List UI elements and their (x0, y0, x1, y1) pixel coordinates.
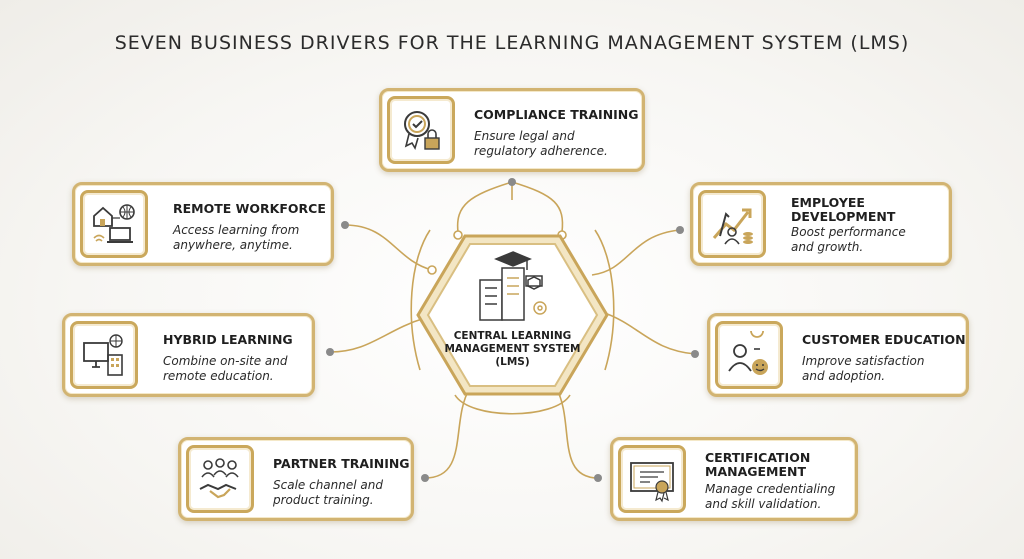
central-lms-label: CENTRAL LEARNING MANAGEMENT SYSTEM (LMS) (430, 330, 595, 369)
compliance-training-desc-2: regulatory adherence. (474, 144, 608, 158)
certification-management-desc-1: Manage credentialing (705, 482, 836, 496)
partner-training-desc-1: Scale channel and (273, 478, 383, 492)
partner-training-desc-2: product training. (273, 493, 374, 507)
connector-dot (341, 221, 349, 229)
customer-education-title: CUSTOMER EDUCATION (802, 332, 966, 347)
certificate-icon (630, 462, 674, 503)
connector-dot (421, 474, 429, 482)
customer-education-desc-2: and adoption. (802, 369, 886, 383)
partner-icon-box (186, 445, 254, 513)
remote-icon-box (80, 190, 148, 258)
certification-management-desc-2: and skill validation. (705, 497, 822, 511)
remote-workforce-desc-2: anywhere, anytime. (173, 238, 293, 252)
certification-management-card: CERTIFICATION MANAGEMENT Manage credenti… (610, 437, 858, 521)
partner-training-title: PARTNER TRAINING (273, 456, 410, 471)
employee-development-desc-1: Boost performance (791, 225, 906, 239)
customer-icon-box (715, 321, 783, 389)
building-graduation-cap-icon (479, 251, 547, 321)
badge-lock-icon (404, 111, 440, 150)
hybrid-learning-card: HYBRID LEARNING Combine on-site and remo… (62, 313, 315, 397)
home-laptop-globe-icon (93, 204, 135, 243)
compliance-icon-box (387, 96, 455, 164)
certification-icon-box (618, 445, 686, 513)
hybrid-icon-box (70, 321, 138, 389)
hybrid-learning-desc-1: Combine on-site and (163, 354, 288, 368)
certification-management-title-1: CERTIFICATION (705, 450, 811, 465)
connector-dot (594, 474, 602, 482)
employee-development-desc-2: and growth. (791, 240, 864, 254)
employee-development-card: EMPLOYEE DEVELOPMENT Boost performance a… (690, 182, 952, 266)
employee-icon-box (698, 190, 766, 258)
connector-dot (326, 348, 334, 356)
central-label-line3: (LMS) (495, 356, 530, 368)
remote-workforce-card: REMOTE WORKFORCE Access learning from an… (72, 182, 334, 266)
employee-development-title-2: DEVELOPMENT (791, 209, 896, 224)
person-lightbulb-smiley-icon (728, 331, 768, 375)
desktop-building-icon (83, 334, 123, 376)
growth-arrow-person-icon (712, 208, 753, 245)
connector-dot (676, 226, 684, 234)
central-label-line2: MANAGEMENT SYSTEM (444, 343, 581, 355)
handshake-group-icon (199, 458, 239, 499)
customer-education-desc-1: Improve satisfaction (802, 354, 925, 368)
central-hexagon (416, 234, 609, 396)
remote-workforce-desc-1: Access learning from (173, 223, 300, 237)
connector-dot (691, 350, 699, 358)
hybrid-learning-title: HYBRID LEARNING (163, 332, 293, 347)
certification-management-title-2: MANAGEMENT (705, 464, 807, 479)
hybrid-learning-desc-2: remote education. (163, 369, 274, 383)
customer-education-card: CUSTOMER EDUCATION Improve satisfaction … (707, 313, 969, 397)
employee-development-title-1: EMPLOYEE (791, 195, 865, 210)
remote-workforce-title: REMOTE WORKFORCE (173, 201, 326, 216)
central-label-line1: CENTRAL LEARNING (453, 330, 572, 342)
connector-dot (508, 178, 516, 186)
compliance-training-desc-1: Ensure legal and (474, 129, 575, 143)
partner-training-card: PARTNER TRAINING Scale channel and produ… (178, 437, 414, 521)
diagram-title: SEVEN BUSINESS DRIVERS FOR THE LEARNING … (114, 32, 910, 54)
compliance-training-title: COMPLIANCE TRAINING (474, 107, 639, 122)
compliance-training-card: COMPLIANCE TRAINING Ensure legal and reg… (379, 88, 645, 172)
